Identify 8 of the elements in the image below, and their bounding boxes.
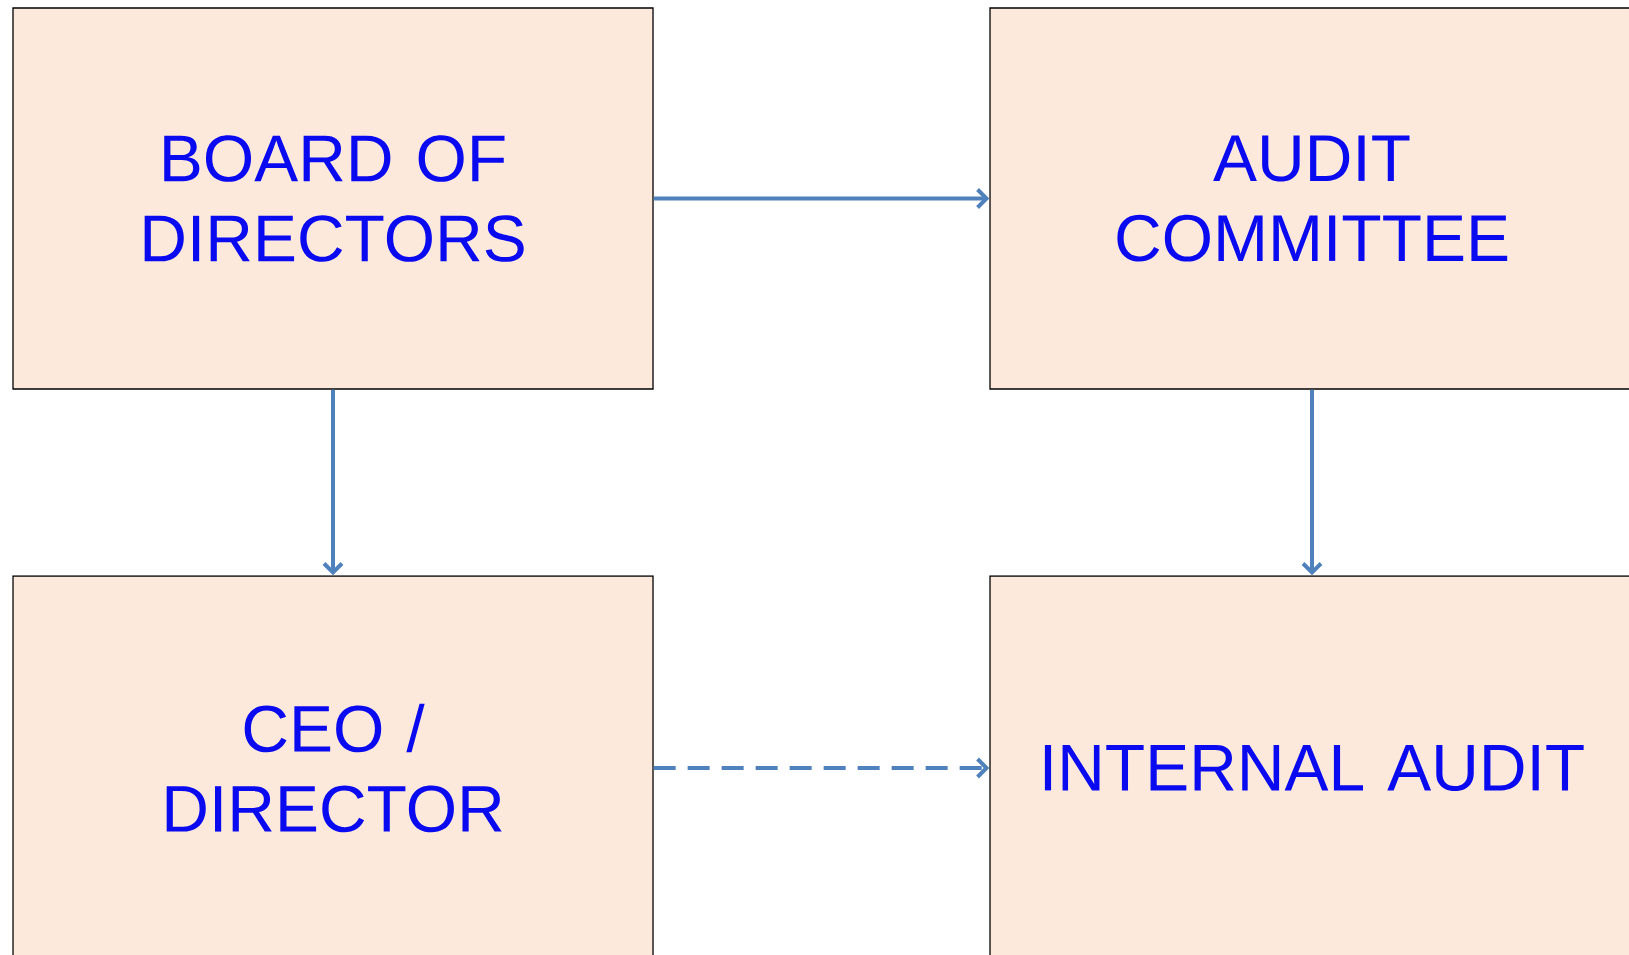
arrow	[1301, 389, 1323, 576]
arrow	[653, 188, 990, 209]
org-box: CEO / DIRECTOR	[12, 575, 654, 955]
org-box: INTERNAL AUDIT	[989, 575, 1629, 955]
arrow	[322, 389, 344, 576]
org-box: BOARD OF DIRECTORS	[12, 7, 654, 390]
org-box: AUDIT COMMITTEE	[989, 7, 1629, 390]
arrow	[653, 757, 990, 779]
